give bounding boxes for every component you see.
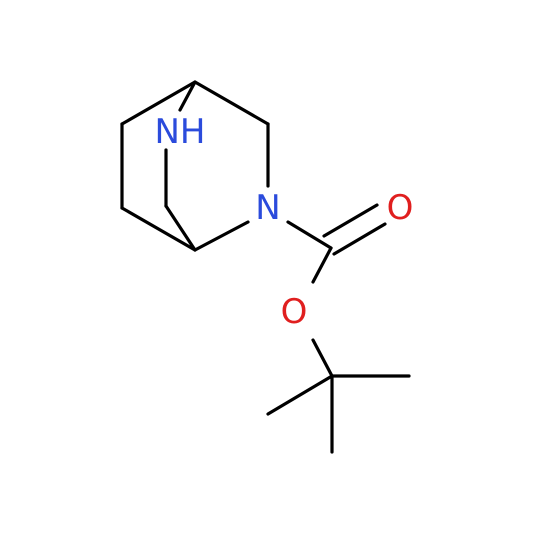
atom-labels: NH N O O [155, 112, 414, 332]
bond-carbonyl-c-to-o-ester [311, 246, 333, 284]
bond-bridgehead-top-to-nh [178, 80, 197, 112]
bond-ch2-bridge-to-bridgehead-bottom [164, 204, 197, 252]
atom-label-n: N [255, 188, 280, 228]
bond-bridgehead-top-to-ch2-left [120, 80, 197, 126]
bond-carbonyl-double-a [322, 203, 379, 238]
atom-label-nh: NH [155, 112, 206, 152]
bond-n-to-bridgehead-bottom [193, 220, 250, 252]
atom-label-o-carbonyl: O [387, 188, 414, 228]
bond-ch2-left-to-bridgehead-bottom [120, 206, 197, 252]
bond-bridgehead-top-to-ch2-right [193, 80, 270, 126]
bond-tbu-methyl-left [266, 374, 334, 416]
bond-n-to-carbonyl-c [286, 220, 333, 250]
atom-label-o-ester: O [281, 292, 308, 332]
bonds [120, 80, 411, 454]
bond-o-ester-to-quaternary-c [311, 338, 334, 378]
bond-carbonyl-double-b [332, 222, 387, 256]
